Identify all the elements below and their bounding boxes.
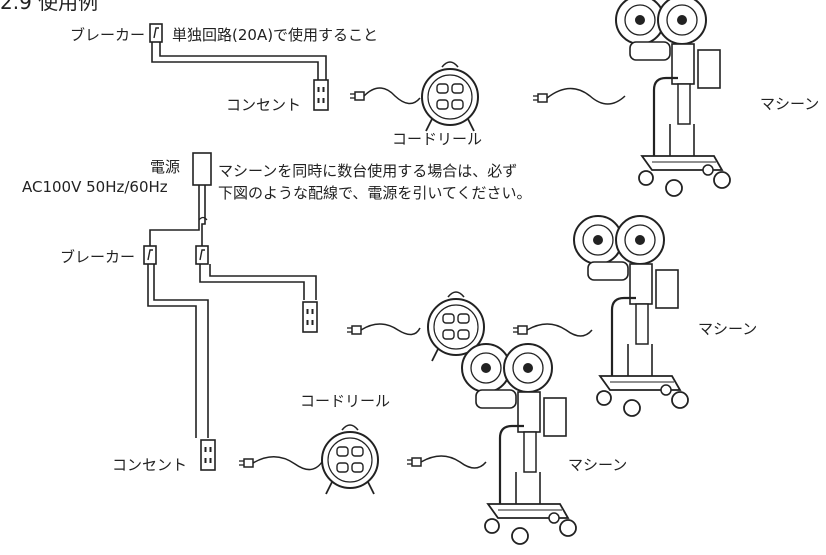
top-breaker-label: ブレーカー [70, 26, 146, 44]
top-breaker-note: 単独回路(20A)で使用すること [172, 26, 379, 44]
top-wiring [151, 42, 327, 80]
bottom-breaker-a-icon [143, 245, 157, 265]
bottom-outlet-label: コンセント [112, 456, 188, 474]
top-outlet-label: コンセント [226, 96, 302, 114]
power-source-box [192, 152, 212, 186]
power-spec-label: AC100V 50Hz/60Hz [22, 178, 168, 196]
bottom-machine-a-icon [572, 214, 690, 418]
diagram-heading: 2.9 使用例 [0, 0, 99, 14]
bottom-reel-label: コードリール [300, 392, 391, 410]
bottom-cord-b [526, 323, 593, 337]
top-outlet-icon [313, 79, 329, 111]
bottom-outlet-a-icon [302, 301, 318, 333]
top-machine-label: マシーン [760, 95, 820, 113]
bottom-plug-b-icon [512, 325, 528, 335]
bottom-cord-c [252, 456, 323, 471]
bottom-machine-label-b: マシーン [568, 456, 628, 474]
bottom-outlet-b-icon [200, 439, 216, 471]
power-source-label: 電源 [150, 158, 181, 176]
bottom-breaker-label: ブレーカー [60, 248, 136, 266]
top-reel-icon [421, 61, 479, 132]
top-cord-a [363, 87, 421, 105]
bottom-breaker-b-icon [195, 245, 209, 265]
top-breaker-icon [149, 23, 163, 43]
bottom-cord-a [360, 323, 421, 336]
top-cord-b [546, 87, 626, 105]
bottom-machine-label-a: マシーン [698, 320, 758, 338]
main-wiring [149, 185, 206, 246]
bottom-cord-d [420, 455, 487, 469]
bottom-reel-b-icon [321, 424, 379, 495]
top-plug-b-icon [532, 93, 548, 103]
bottom-wiring-a [199, 264, 317, 300]
top-machine-icon [614, 0, 732, 198]
bottom-plug-d-icon [406, 457, 422, 467]
top-plug-a-icon [349, 91, 365, 101]
top-reel-label: コードリール [392, 130, 483, 148]
bottom-machine-b-icon [460, 342, 578, 546]
bottom-plug-c-icon [238, 458, 254, 468]
bottom-wiring-b [147, 264, 209, 438]
bottom-plug-a-icon [346, 325, 362, 335]
power-note-line1: マシーンを同時に数台使用する場合は、必ず [218, 162, 518, 180]
power-note-line2: 下図のような配線で、電源を引いてください。 [218, 184, 532, 202]
